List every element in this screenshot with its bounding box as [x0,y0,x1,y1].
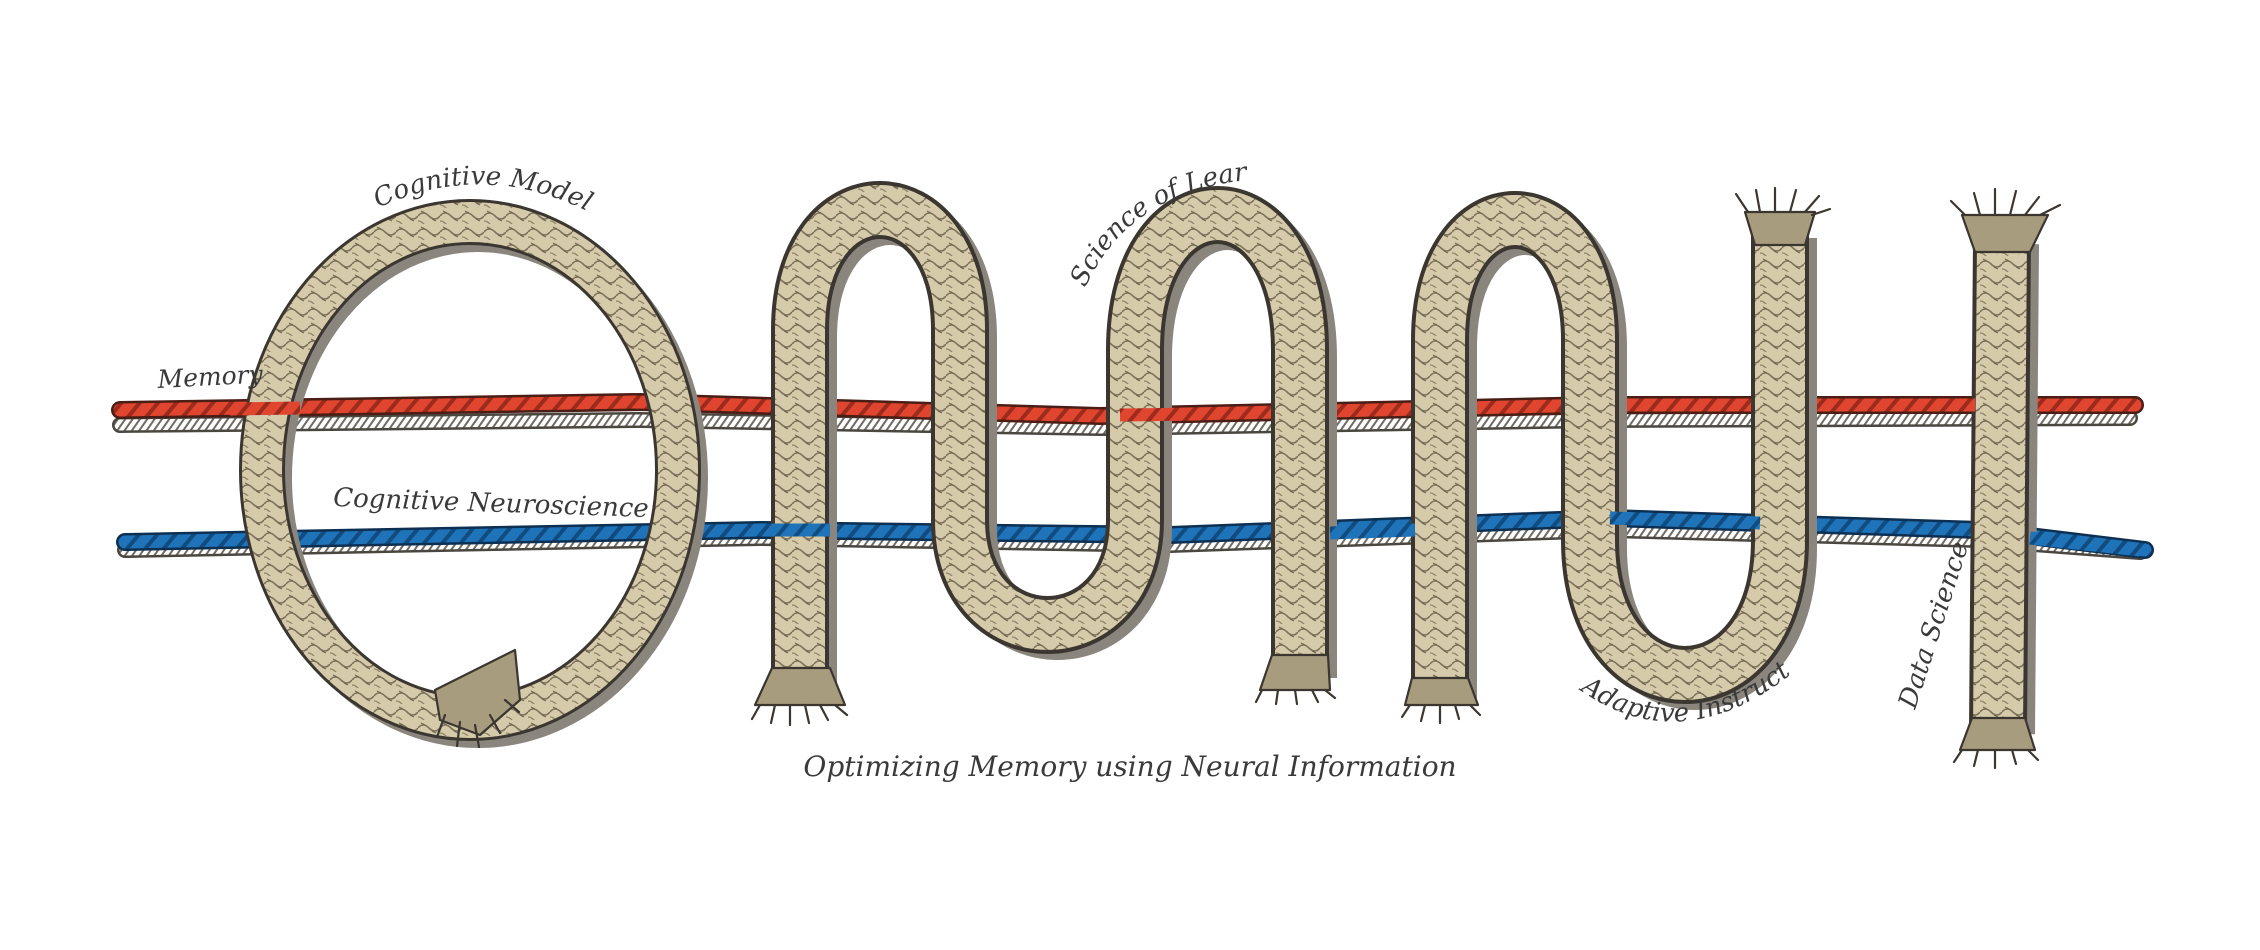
frayed-end-loop [433,648,522,749]
caption: Optimizing Memory using Neural Informati… [803,750,1456,783]
label-cognitive-modeling: Cognitive Modeling [0,0,597,217]
rope-loop [239,199,708,748]
main-rope [239,181,2039,748]
frayed-end-1 [750,666,849,727]
frayed-end-top-2 [1949,187,2062,254]
rope-serpentine [771,181,1337,688]
frayed-end-top-1 [1734,186,1832,247]
rope-crossings [229,398,2141,557]
frayed-end-bottom [1952,716,2040,770]
label-data-science: Data Science [1893,538,1975,713]
label-memory: Memory [156,359,264,394]
label-cognitive-neuroscience: Cognitive Neuroscience [333,483,649,524]
frayed-end-3 [1400,676,1482,725]
frayed-end-2 [1254,653,1337,706]
frayed-ends [433,186,2062,770]
rope-u-bend [1411,191,1817,710]
label-science-of-learning: Science of Learning [0,0,1250,291]
rope-straight [1969,239,2039,735]
